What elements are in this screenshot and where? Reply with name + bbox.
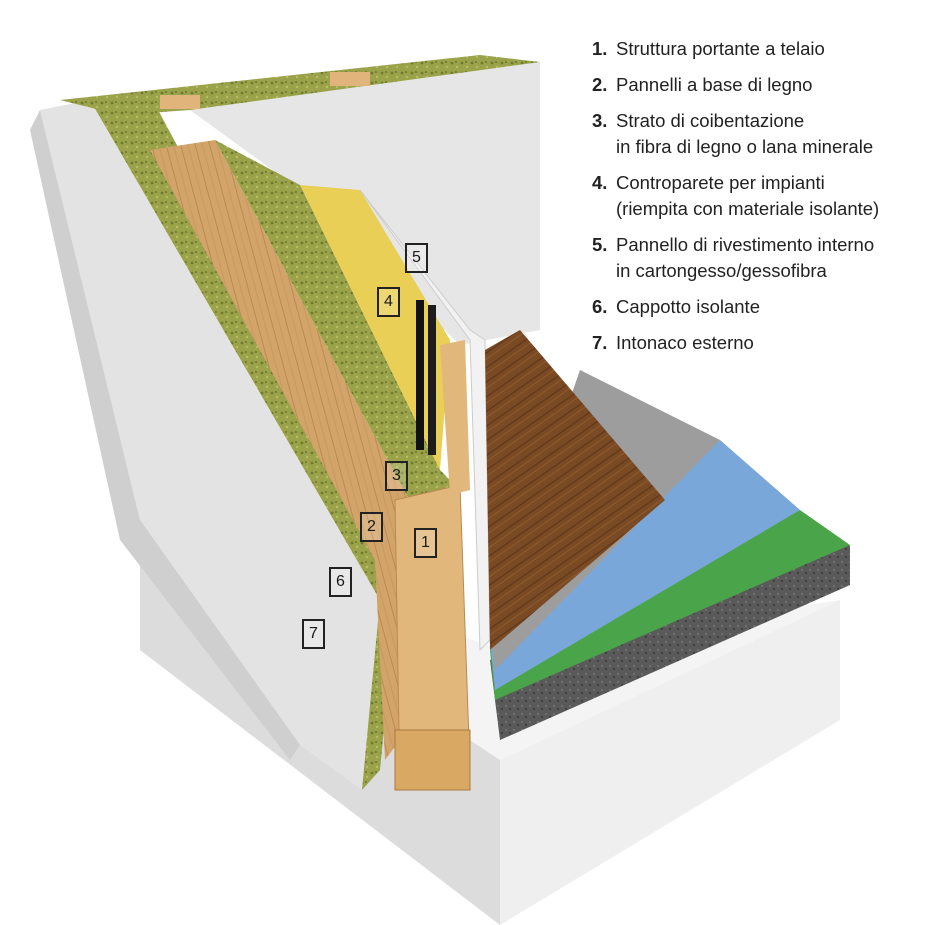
frame-sill-plate xyxy=(394,729,471,791)
callout-2: 2 xyxy=(360,512,383,542)
legend-item-5: 5. Pannello di rivestimento interno in c… xyxy=(592,232,942,284)
frame-insulation-layer xyxy=(215,140,460,520)
legend-item-text: Cappotto isolante xyxy=(616,296,760,317)
legend-item-number: 6. xyxy=(592,296,608,317)
legend-item-7: 7. Intonaco esterno xyxy=(592,330,942,356)
callout-3: 3 xyxy=(385,461,408,491)
legend-item-number: 4. xyxy=(592,172,608,193)
legend-item-4: 4. Controparete per impianti (riempita c… xyxy=(592,170,942,222)
wood-panel-layer xyxy=(150,140,420,760)
floor-wood-layer xyxy=(485,330,665,650)
callout-5: 5 xyxy=(405,243,428,273)
callout-7: 7 xyxy=(302,619,325,649)
legend-item-6: 6. Cappotto isolante xyxy=(592,294,942,320)
wall-top-stud-1 xyxy=(160,95,200,109)
legend: 1. Struttura portante a telaio 2. Pannel… xyxy=(592,36,942,366)
legend-item-text: Pannello di rivestimento interno xyxy=(616,234,875,255)
legend-item-number: 1. xyxy=(592,38,608,59)
legend-item-1: 1. Struttura portante a telaio xyxy=(592,36,942,62)
callout-4: 4 xyxy=(377,287,400,317)
legend-item-text: Struttura portante a telaio xyxy=(616,38,825,59)
floor-gravel-layer xyxy=(490,545,850,740)
service-pipe-2 xyxy=(428,305,436,455)
legend-item-number: 2. xyxy=(592,74,608,95)
service-pipe-1 xyxy=(416,300,424,450)
floor-blue-layer xyxy=(490,440,800,690)
service-cavity-wool xyxy=(300,185,450,470)
floor-green-layer xyxy=(490,510,850,700)
legend-item-text-line2: in cartongesso/gessofibra xyxy=(616,260,827,281)
legend-item-text: Pannelli a base di legno xyxy=(616,74,813,95)
legend-item-number: 5. xyxy=(592,234,608,255)
legend-item-text: Intonaco esterno xyxy=(616,332,754,353)
legend-item-text: Strato di coibentazione xyxy=(616,110,805,131)
legend-item-3: 3. Strato di coibentazione in fibra di l… xyxy=(592,108,942,160)
insulation-coat-layer xyxy=(90,95,400,790)
service-batten xyxy=(440,340,470,495)
legend-item-number: 3. xyxy=(592,110,608,131)
legend-item-text-line2: (riempita con materiale isolante) xyxy=(616,198,880,219)
legend-item-number: 7. xyxy=(592,332,608,353)
exterior-plaster-face xyxy=(40,100,380,790)
legend-item-2: 2. Pannelli a base di legno xyxy=(592,72,942,98)
legend-item-text-line2: in fibra di legno o lana minerale xyxy=(616,136,874,157)
callout-1: 1 xyxy=(414,528,437,558)
callout-6: 6 xyxy=(329,567,352,597)
base-block-right-face xyxy=(500,600,840,925)
legend-item-text: Controparete per impianti xyxy=(616,172,825,193)
wall-top-stud-2 xyxy=(330,72,370,86)
